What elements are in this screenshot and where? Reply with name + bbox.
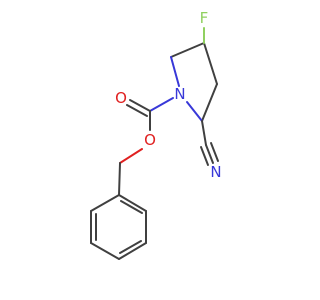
bond-ph-1-2 [118, 194, 147, 212]
bond-ring-c5-n1 [170, 56, 180, 87]
bond-n1-carbonyl [149, 97, 174, 112]
bond-ring-c2-n1 [186, 101, 203, 122]
bond-nitrile-triple-b [200, 146, 209, 166]
bond-ph-4-5 [90, 242, 120, 260]
bond-nitrile-triple-a [205, 144, 214, 164]
atom-label-o-ester: O [144, 131, 156, 149]
bond-carbonyl-o-double-a [129, 99, 151, 112]
bond-oester-ch2 [119, 148, 143, 164]
bond-c2-cn [201, 120, 207, 146]
molecule-structure: F N O O N [90, 9, 222, 260]
bond-ch2-phenyl [118, 162, 121, 196]
bond-ph-3-4 [118, 242, 147, 260]
atom-label-f: F [200, 9, 209, 27]
atom-label-n-nitrile: N [210, 163, 221, 181]
bond-ph-inner-a [120, 200, 143, 214]
bond-ring-c3-c2 [201, 83, 218, 122]
bond-ph-6-1 [90, 194, 120, 212]
bond-nitrile-triple-c [210, 142, 219, 162]
atom-label-n-ring: N [174, 85, 185, 103]
atom-label-o-carbonyl: O [115, 89, 127, 107]
bond-ring-c4-c5 [170, 42, 205, 58]
bond-ph-inner-b [119, 240, 142, 254]
bond-carbonyl-o-double-b [126, 104, 148, 117]
bond-ring-c4-c3 [203, 42, 218, 85]
